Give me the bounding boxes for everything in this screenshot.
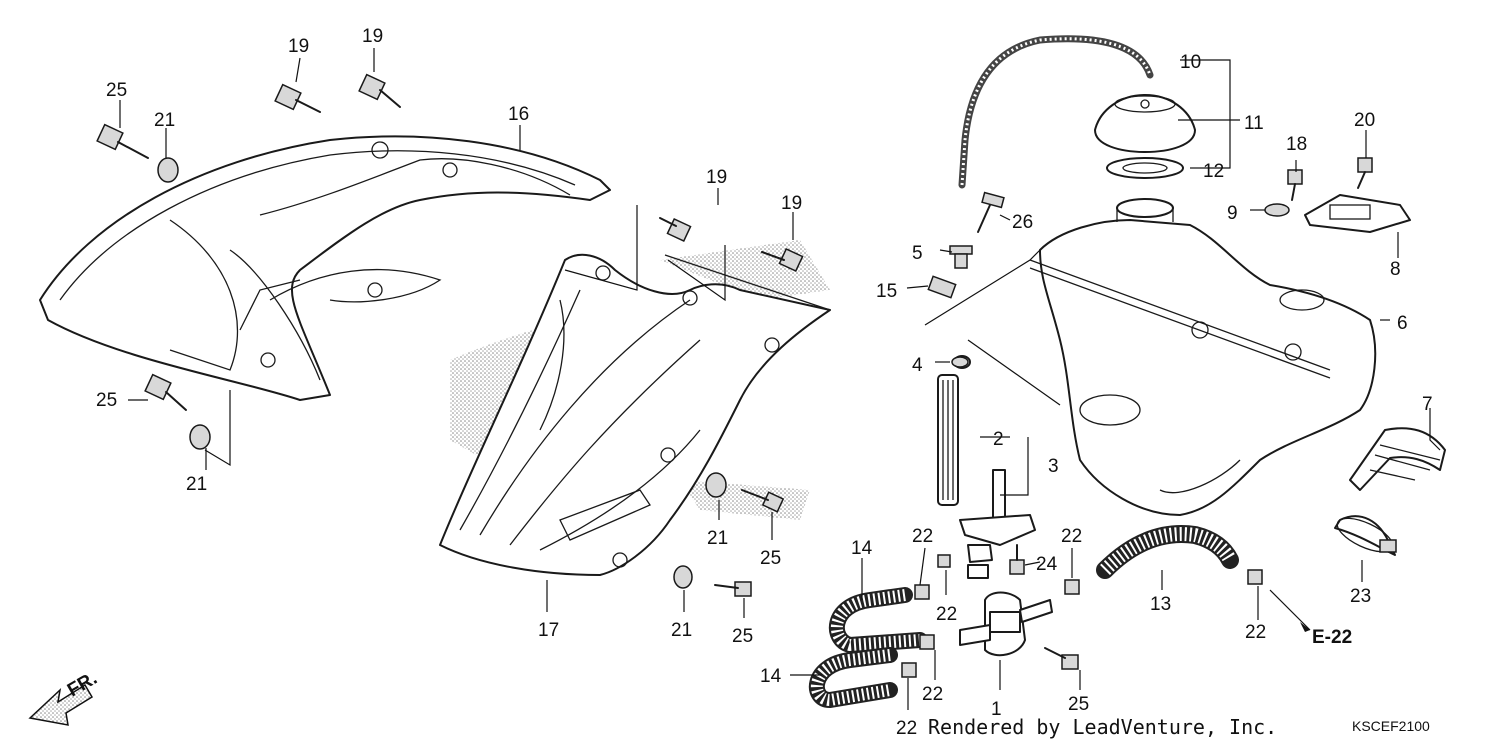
part-label-21-left: 21 bbox=[186, 474, 207, 495]
part-label-24: 24 bbox=[1036, 554, 1058, 575]
bolt-18 bbox=[1287, 169, 1303, 201]
bolt-19-c bbox=[659, 217, 692, 243]
part-label-19-d: 19 bbox=[781, 193, 802, 214]
part-label-23: 23 bbox=[1350, 586, 1371, 607]
part-label-2: 2 bbox=[993, 429, 1004, 450]
fuel-strainer bbox=[937, 355, 971, 506]
part-label-9: 9 bbox=[1227, 203, 1238, 224]
fuel-cock bbox=[959, 469, 1036, 579]
part-label-22-e: 22 bbox=[1061, 526, 1082, 547]
front-direction-arrow: FR. bbox=[28, 668, 101, 726]
clip-22-c bbox=[919, 634, 935, 650]
part-label-14-bottom: 14 bbox=[760, 666, 782, 687]
part-label-14-top: 14 bbox=[851, 538, 873, 559]
fuel-valve bbox=[959, 591, 1053, 657]
part-label-22-d: 22 bbox=[896, 718, 917, 739]
part-label-25-bottom: 25 bbox=[732, 626, 753, 647]
part-label-16: 16 bbox=[508, 104, 529, 125]
part-label-18: 18 bbox=[1286, 134, 1307, 155]
fuel-tank bbox=[1029, 198, 1377, 516]
part-label-22-b: 22 bbox=[936, 604, 957, 625]
part-label-15: 15 bbox=[876, 281, 897, 302]
part-label-10: 10 bbox=[1180, 52, 1201, 73]
part-label-21-top: 21 bbox=[154, 110, 175, 131]
leader-lines bbox=[119, 48, 1441, 710]
diagram-code: KSCEF2100 bbox=[1352, 718, 1430, 734]
clip-22-d bbox=[901, 662, 917, 678]
part-label-5: 5 bbox=[912, 243, 923, 264]
part-label-8: 8 bbox=[1390, 259, 1401, 280]
breather-tube-inner bbox=[960, 37, 1152, 186]
bolt-26 bbox=[977, 191, 1005, 233]
part-label-25-top: 25 bbox=[106, 80, 127, 101]
shroud-right bbox=[439, 240, 831, 576]
bolt-20 bbox=[1357, 157, 1373, 189]
part-label-11: 11 bbox=[1244, 113, 1264, 134]
nut-21-bottom bbox=[673, 565, 693, 589]
rubber-strap bbox=[1334, 427, 1446, 556]
collar-5 bbox=[949, 245, 973, 269]
grommet-9 bbox=[1264, 203, 1290, 217]
fuel-cap bbox=[1094, 94, 1196, 179]
part-label-25-left: 25 bbox=[96, 390, 117, 411]
part-label-22-a: 22 bbox=[912, 526, 933, 547]
clip-22-e bbox=[1064, 579, 1080, 595]
part-label-21-bottom: 21 bbox=[671, 620, 692, 641]
part-label-26: 26 bbox=[1012, 212, 1033, 233]
part-label-25-mid: 25 bbox=[760, 548, 781, 569]
clip-22-f bbox=[1247, 569, 1263, 585]
part-label-12: 12 bbox=[1203, 161, 1224, 182]
part-label-4: 4 bbox=[912, 355, 923, 376]
clip-22-b bbox=[937, 554, 951, 568]
part-label-25-valve: 25 bbox=[1068, 694, 1089, 715]
bolt-19-b bbox=[358, 73, 401, 108]
part-labels: 1 2 3 4 5 6 7 8 9 10 11 12 13 14 14 15 1… bbox=[96, 26, 1433, 720]
oring-4 bbox=[951, 356, 969, 368]
nut-21-top bbox=[157, 157, 179, 183]
part-label-7: 7 bbox=[1422, 394, 1433, 415]
part-label-19-c: 19 bbox=[706, 167, 727, 188]
bracket-8 bbox=[1304, 194, 1411, 233]
bolt-25-left bbox=[144, 373, 187, 411]
part-label-6: 6 bbox=[1397, 313, 1408, 334]
part-label-19-b: 19 bbox=[362, 26, 383, 47]
part-label-17: 17 bbox=[538, 620, 559, 641]
part-label-1: 1 bbox=[991, 699, 1002, 720]
bolt-25-bottom bbox=[714, 581, 752, 597]
part-label-13: 13 bbox=[1150, 594, 1171, 615]
bolt-19-d bbox=[761, 247, 804, 273]
bolt-25-top bbox=[96, 123, 149, 159]
clip-22-a bbox=[914, 584, 930, 600]
part-label-21-mid: 21 bbox=[707, 528, 728, 549]
nut-21-mid bbox=[705, 472, 727, 498]
bolt-25-valve bbox=[1044, 647, 1079, 670]
hose-13 bbox=[1096, 525, 1239, 579]
bolt-24 bbox=[1009, 544, 1025, 575]
rubber-15 bbox=[927, 275, 957, 299]
shroud-left bbox=[39, 135, 611, 401]
part-label-3: 3 bbox=[1048, 456, 1059, 477]
part-label-20: 20 bbox=[1354, 110, 1375, 131]
bolt-25-mid bbox=[741, 489, 785, 513]
footer-credit: Rendered by LeadVenture, Inc. bbox=[928, 715, 1277, 739]
reference-e22: E-22 bbox=[1312, 627, 1352, 648]
part-label-22-f: 22 bbox=[1245, 622, 1266, 643]
nut-21-left bbox=[189, 424, 211, 450]
part-label-19-a: 19 bbox=[288, 36, 309, 57]
hoses bbox=[808, 587, 928, 708]
part-label-22-c: 22 bbox=[922, 684, 943, 705]
fasteners bbox=[96, 73, 1411, 678]
bolt-19-a bbox=[274, 83, 321, 113]
band-23 bbox=[1336, 517, 1397, 553]
